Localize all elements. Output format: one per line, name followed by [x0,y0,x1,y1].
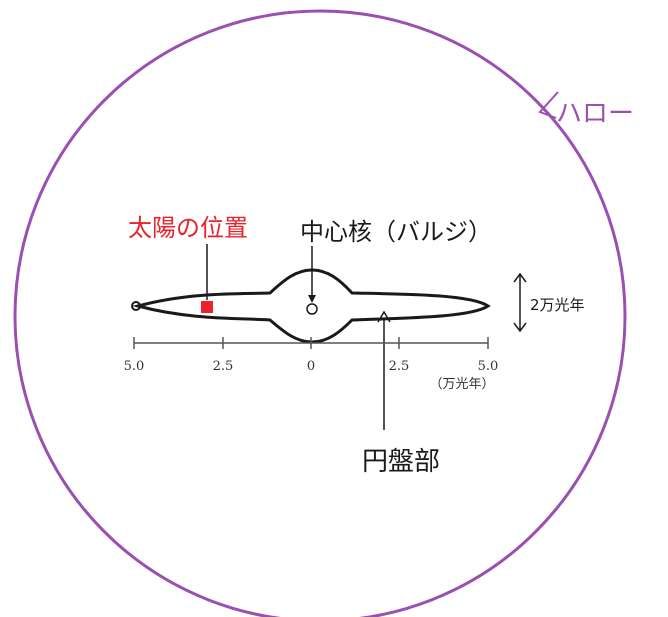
halo-label: ハロー [556,99,634,129]
scale-tick-label: 2.5 [213,359,234,374]
bulge-label: 中心核（バルジ） [300,218,492,246]
halo-circle [13,9,627,617]
galactic-disk-outline [132,268,491,344]
galactic-center-marker [306,303,318,315]
disk-edge-cap [131,301,141,311]
sun-position-label: 太陽の位置 [128,214,248,242]
thickness-label: 2万光年 [530,296,585,314]
scale-tick-label: 5.0 [124,359,145,374]
thickness-arrow-top [513,272,527,283]
scale-tick-label: 5.0 [478,359,499,374]
scale-unit-label: （万光年） [429,377,494,392]
disk-label: 円盤部 [362,447,440,477]
thickness-arrow-bottom [513,322,527,333]
sun-position-marker [201,301,213,313]
disk-pointer-arrowhead [377,310,391,323]
scale-tick-label: 0 [307,359,315,374]
bulge-pointer-arrowhead [308,295,316,303]
halo-pointer [538,91,559,119]
scale-tick-label: 2.5 [389,359,410,374]
